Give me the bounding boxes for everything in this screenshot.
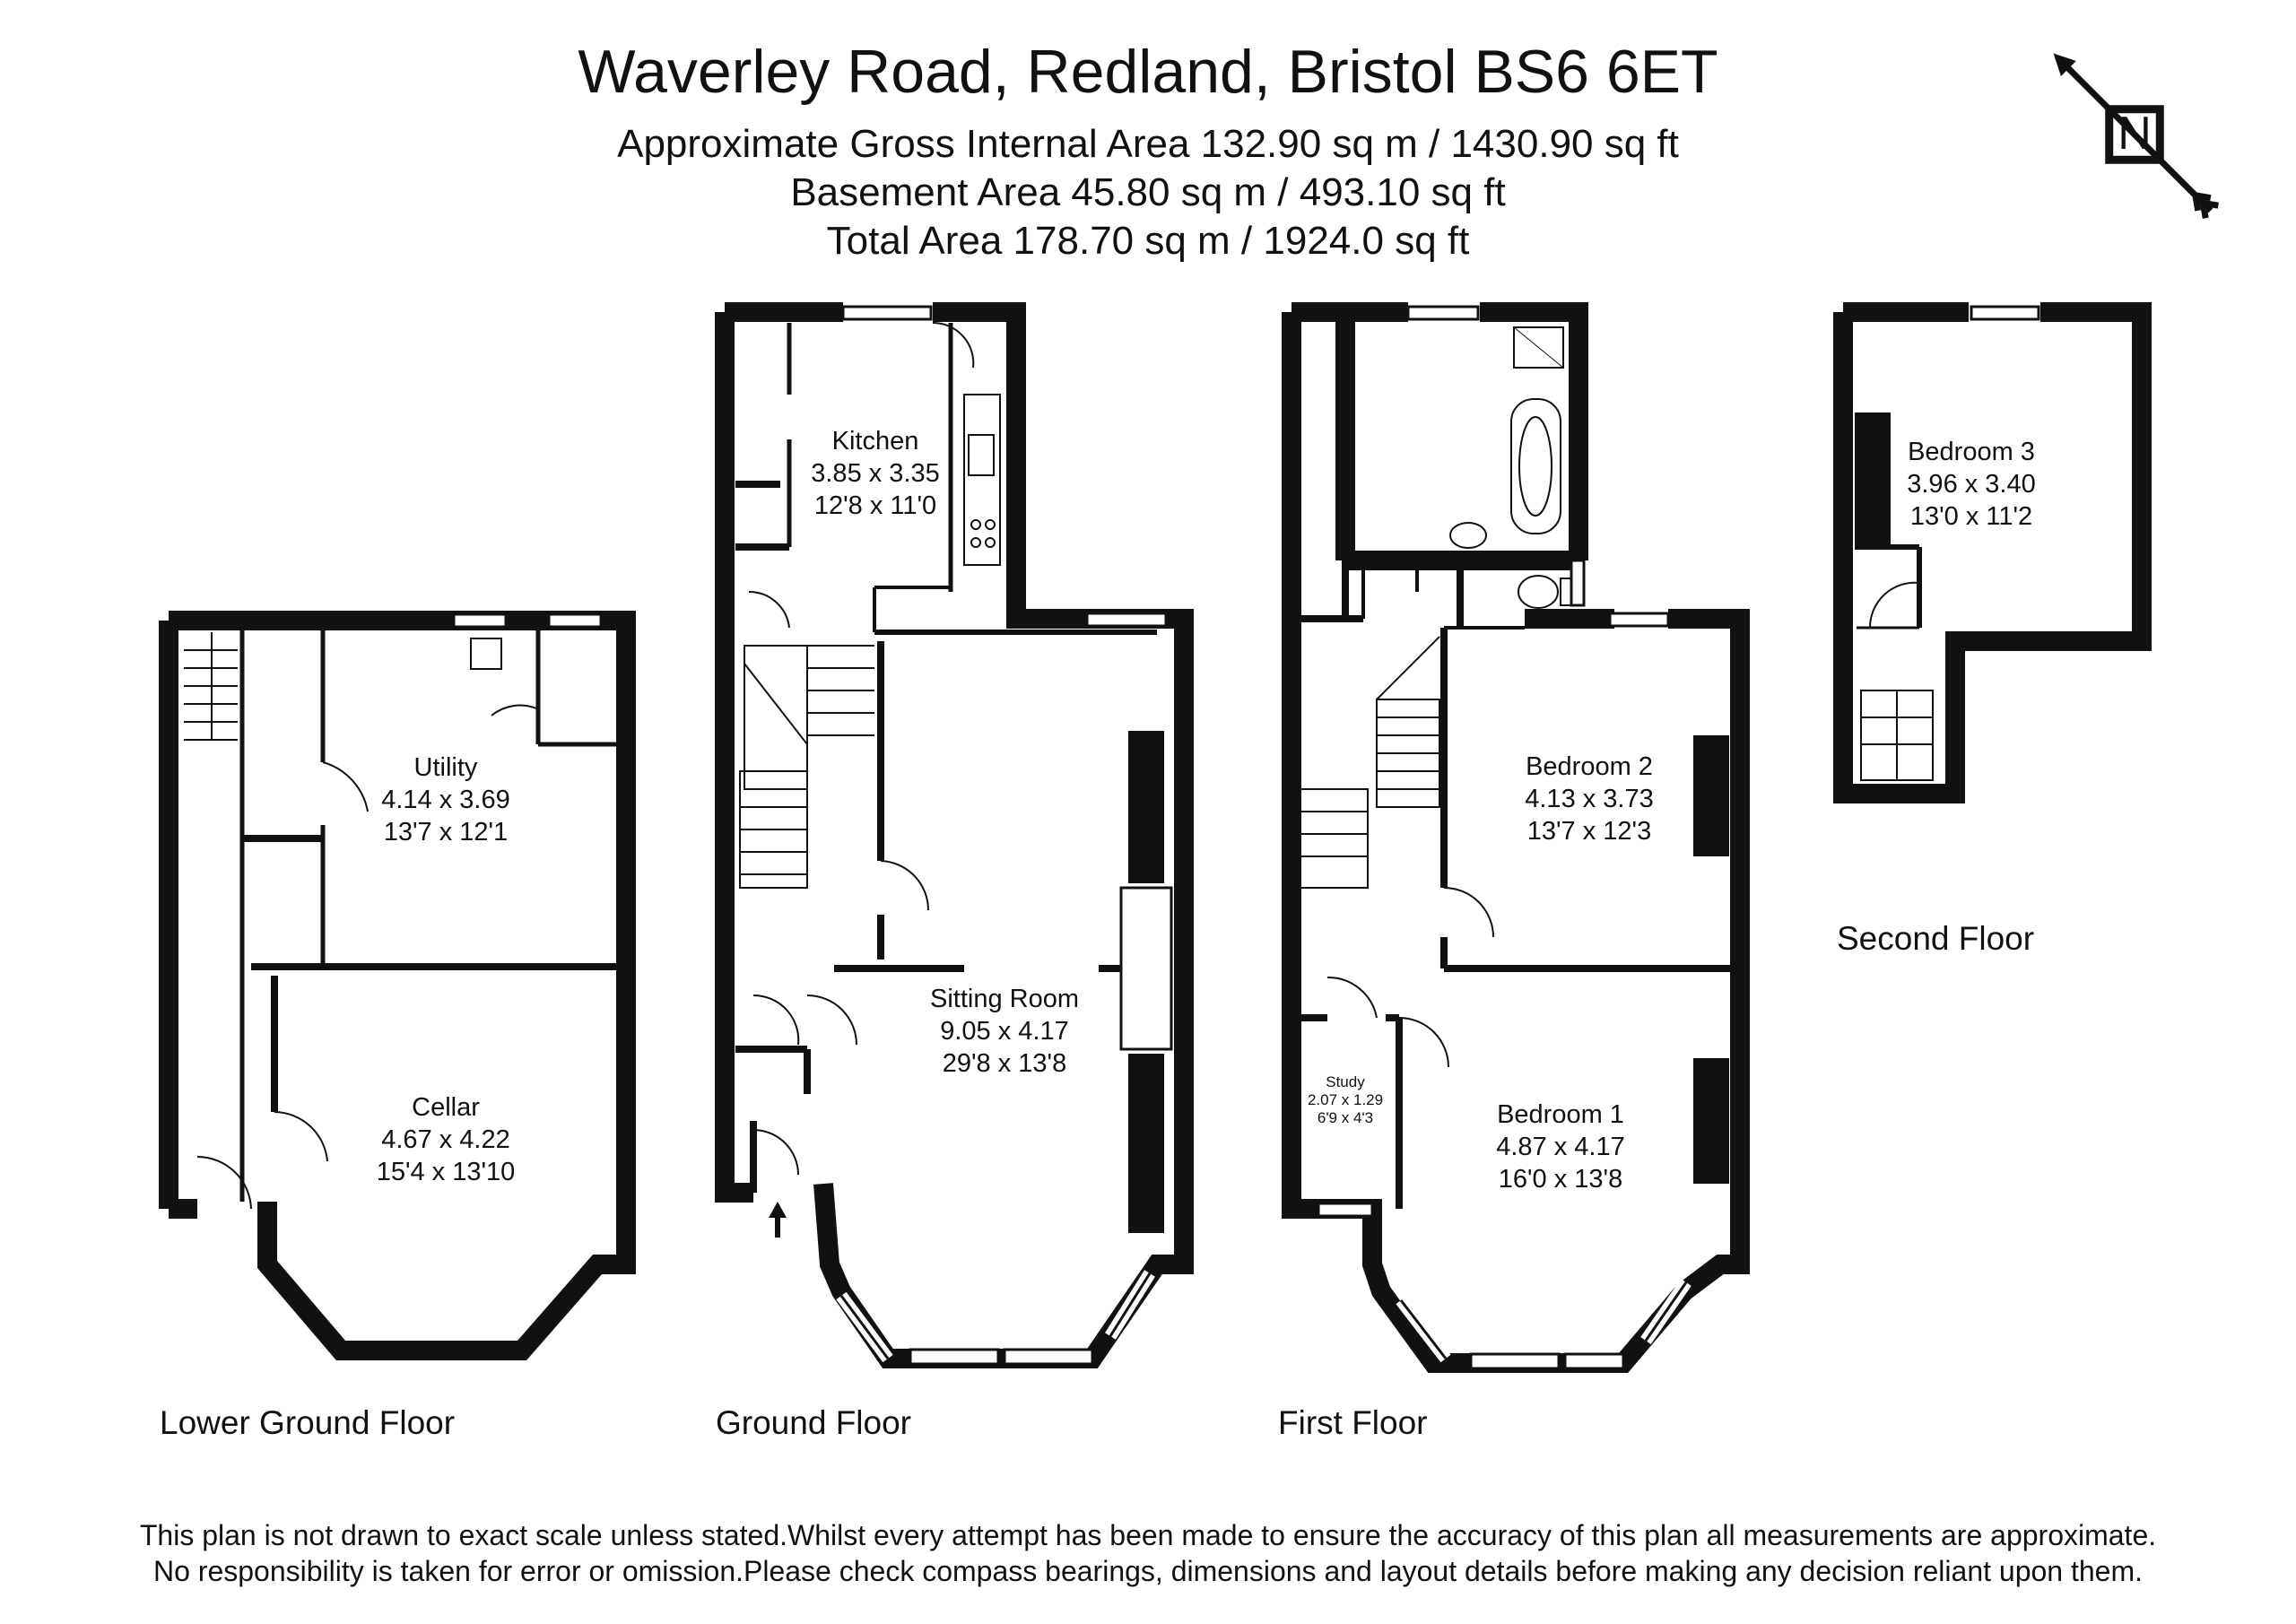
north-arrow-icon: N (2053, 53, 2219, 219)
room-metric: 4.13 x 3.73 (1525, 785, 1654, 813)
gross-internal-area: Approximate Gross Internal Area 132.90 s… (617, 122, 1679, 166)
first-floor-label: First Floor (1278, 1404, 1428, 1441)
room-utility: Utility 4.14 x 3.69 13'7 x 12'1 (381, 751, 510, 848)
second-floor-label: Second Floor (1837, 920, 2035, 957)
first-floor-plan (1282, 302, 1750, 1373)
room-name: Bedroom 2 (1526, 752, 1653, 781)
basement-area: Basement Area 45.80 sq m / 493.10 sq ft (790, 170, 1506, 214)
room-name: Bedroom 3 (1908, 438, 2035, 466)
room-metric: 9.05 x 4.17 (940, 1017, 1069, 1046)
room-imperial: 16'0 x 13'8 (1498, 1165, 1623, 1194)
room-bedroom-1: Bedroom 1 4.87 x 4.17 16'0 x 13'8 (1496, 1099, 1625, 1195)
total-area: Total Area 178.70 sq m / 1924.0 sq ft (826, 219, 1470, 263)
room-metric: 3.85 x 3.35 (811, 459, 940, 488)
room-name: Sitting Room (929, 985, 1080, 1013)
room-imperial: 29'8 x 13'8 (942, 1049, 1067, 1078)
room-kitchen: Kitchen 3.85 x 3.35 12'8 x 11'0 (811, 425, 940, 522)
disclaimer-line-2: No responsibility is taken for error or … (152, 1555, 2143, 1587)
lower-ground-floor-plan (159, 611, 636, 1360)
disclaimer-line-1: This plan is not drawn to exact scale un… (139, 1519, 2157, 1551)
ground-floor-label: Ground Floor (716, 1404, 911, 1441)
room-name: Utility (413, 753, 478, 782)
room-bedroom-2: Bedroom 2 4.13 x 3.73 13'7 x 12'3 (1525, 751, 1654, 847)
room-sitting-room: Sitting Room 9.05 x 4.17 29'8 x 13'8 (930, 983, 1079, 1080)
room-bedroom-3: Bedroom 3 3.96 x 3.40 13'0 x 11'2 (1907, 436, 2036, 533)
room-metric: 4.87 x 4.17 (1496, 1133, 1625, 1161)
room-name: Bedroom 1 (1497, 1100, 1624, 1129)
room-name: Cellar (412, 1093, 480, 1122)
room-name: Kitchen (831, 427, 919, 456)
room-study: Study 2.07 x 1.29 6'9 x 4'3 (1308, 1073, 1383, 1127)
room-imperial: 13'0 x 11'2 (1909, 502, 2033, 531)
property-address-title: Waverley Road, Redland, Bristol BS6 6ET (578, 38, 1718, 106)
second-floor-plan (1833, 302, 2152, 803)
room-metric: 4.67 x 4.22 (381, 1125, 510, 1154)
room-imperial: 12'8 x 11'0 (813, 491, 937, 520)
room-imperial: 13'7 x 12'3 (1526, 817, 1652, 846)
room-imperial: 13'7 x 12'1 (383, 818, 509, 847)
compass-letter: N (2118, 108, 2152, 160)
room-metric: 3.96 x 3.40 (1907, 470, 2036, 499)
ground-floor-plan (715, 302, 1194, 1368)
room-imperial: 15'4 x 13'10 (376, 1158, 516, 1186)
room-metric: 2.07 x 1.29 (1307, 1091, 1384, 1108)
room-imperial: 6'9 x 4'3 (1317, 1109, 1374, 1126)
room-name: Study (1326, 1073, 1365, 1090)
room-cellar: Cellar 4.67 x 4.22 15'4 x 13'10 (377, 1091, 516, 1188)
room-metric: 4.14 x 3.69 (381, 786, 510, 814)
lower-ground-floor-label: Lower Ground Floor (160, 1404, 456, 1441)
